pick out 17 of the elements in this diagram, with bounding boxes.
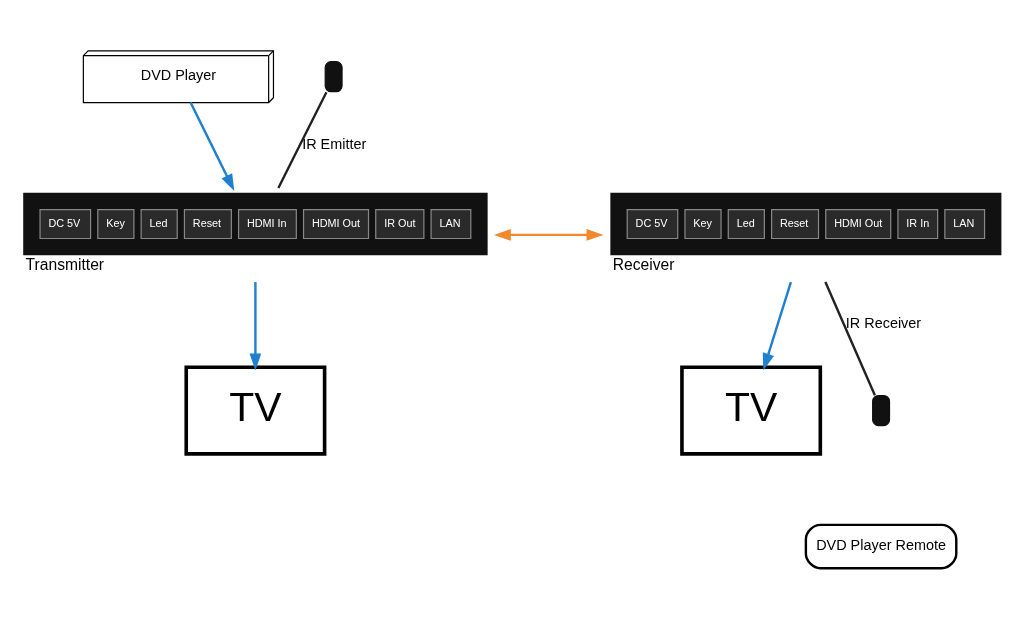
- node-box: TV: [680, 365, 823, 456]
- node-box: [324, 61, 343, 93]
- arrow: [189, 102, 235, 192]
- connector: [824, 281, 876, 396]
- edge-label: IR Receiver: [845, 315, 922, 332]
- node-box: [872, 394, 891, 427]
- node-box: DC 5V Key Led Reset HDMI Out IR In LAN: [610, 192, 1002, 256]
- edge-label: IR Emitter: [302, 135, 367, 152]
- node-box: TV: [184, 365, 327, 456]
- arrow: [493, 229, 604, 241]
- arrow: [762, 281, 793, 371]
- node-box: DVD Player Remote: [804, 523, 958, 570]
- node-label: Receiver: [612, 256, 675, 274]
- arrow: [249, 282, 262, 371]
- node-box: DC 5V Key Led Reset HDMI In HDMI Out IR Out LAN: [23, 192, 488, 256]
- node-label: Transmitter: [25, 256, 105, 274]
- connector: [277, 91, 328, 189]
